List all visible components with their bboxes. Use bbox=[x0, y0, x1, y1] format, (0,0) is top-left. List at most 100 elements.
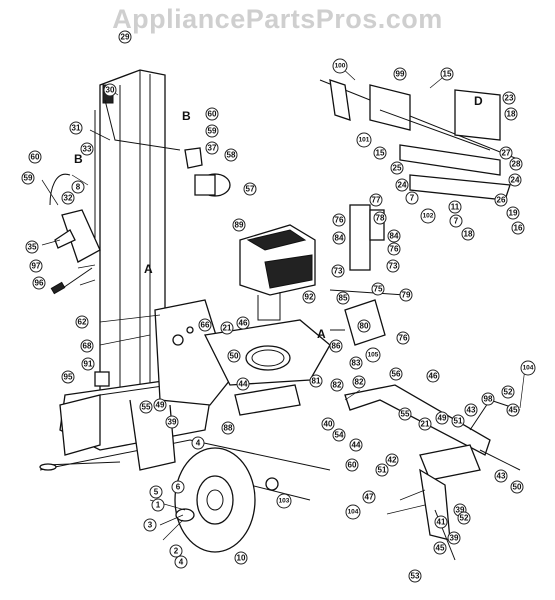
callout-number: 21 bbox=[421, 420, 430, 429]
part-callout-28: 28 bbox=[509, 157, 523, 171]
part-callout-82: 82 bbox=[330, 378, 344, 392]
part-callout-15: 15 bbox=[373, 146, 387, 160]
callout-number: 5 bbox=[154, 488, 159, 497]
callout-number: 81 bbox=[312, 377, 321, 386]
part-callout-66: 66 bbox=[198, 318, 212, 332]
callout-number: 47 bbox=[365, 493, 374, 502]
callout-circle bbox=[191, 436, 205, 450]
callout-circle bbox=[448, 200, 462, 214]
callout-number: 39 bbox=[168, 418, 177, 427]
callout-circle bbox=[494, 469, 508, 483]
part-callout-82: 82 bbox=[352, 375, 366, 389]
callout-circle bbox=[408, 569, 422, 583]
callout-number: 66 bbox=[201, 321, 210, 330]
callout-circle bbox=[29, 259, 43, 273]
callout-circle bbox=[461, 227, 475, 241]
part-callout-95: 95 bbox=[61, 370, 75, 384]
callout-number: 16 bbox=[514, 224, 523, 233]
callout-circle bbox=[61, 191, 75, 205]
part-callout-52: 52 bbox=[501, 385, 515, 399]
callout-circle bbox=[276, 493, 292, 509]
callout-circle bbox=[205, 141, 219, 155]
callout-number: 42 bbox=[388, 456, 397, 465]
callout-number: 52 bbox=[504, 388, 513, 397]
callout-circle bbox=[420, 208, 436, 224]
part-callout-52: 52 bbox=[457, 511, 471, 525]
callout-circle bbox=[356, 132, 372, 148]
part-callout-54: 54 bbox=[332, 428, 346, 442]
callout-number: 26 bbox=[497, 196, 506, 205]
callout-number: 57 bbox=[246, 185, 255, 194]
part-callout-60: 60 bbox=[28, 150, 42, 164]
callout-number: 27 bbox=[502, 149, 511, 158]
part-callout-7: 7 bbox=[449, 214, 463, 228]
part-callout-105: 105 bbox=[365, 347, 381, 363]
part-callout-50: 50 bbox=[510, 480, 524, 494]
callout-circle bbox=[508, 173, 522, 187]
callout-number: 44 bbox=[239, 380, 248, 389]
part-callout-98: 98 bbox=[481, 392, 495, 406]
callout-number: 23 bbox=[505, 94, 514, 103]
callout-number: 51 bbox=[378, 466, 387, 475]
part-callout-73: 73 bbox=[386, 259, 400, 273]
callout-circle bbox=[331, 264, 345, 278]
callout-circle bbox=[395, 178, 409, 192]
callout-number: 55 bbox=[401, 410, 410, 419]
callout-number: 35 bbox=[28, 243, 37, 252]
part-callout-47: 47 bbox=[362, 490, 376, 504]
callout-number: 86 bbox=[332, 342, 341, 351]
part-callout-37: 37 bbox=[205, 141, 219, 155]
part-callout-84: 84 bbox=[387, 229, 401, 243]
callout-number: 91 bbox=[84, 360, 93, 369]
part-callout-104: 104 bbox=[345, 504, 361, 520]
callout-number: 73 bbox=[334, 267, 343, 276]
callout-circle bbox=[387, 229, 401, 243]
callout-circle bbox=[25, 240, 39, 254]
callout-number: 104 bbox=[523, 365, 534, 372]
callout-number: 39 bbox=[450, 534, 459, 543]
callout-number: 105 bbox=[368, 352, 379, 359]
leader-lines bbox=[41, 65, 526, 541]
callout-circle bbox=[369, 193, 383, 207]
part-callout-44: 44 bbox=[349, 438, 363, 452]
callout-circle bbox=[171, 480, 185, 494]
part-callout-42: 42 bbox=[385, 453, 399, 467]
letter-label: D bbox=[474, 94, 483, 108]
part-callout-40: 40 bbox=[321, 417, 335, 431]
part-callout-19: 19 bbox=[506, 206, 520, 220]
callout-circle bbox=[332, 213, 346, 227]
callout-number: 49 bbox=[438, 414, 447, 423]
callout-number: 3 bbox=[148, 521, 153, 530]
part-callout-26: 26 bbox=[494, 193, 508, 207]
callout-number: 30 bbox=[106, 86, 115, 95]
callout-number: 31 bbox=[72, 124, 81, 133]
callout-circle bbox=[227, 349, 241, 363]
callout-number: 44 bbox=[352, 441, 361, 450]
part-callout-41: 41 bbox=[434, 515, 448, 529]
callout-circle bbox=[405, 191, 419, 205]
callout-number: 10 bbox=[237, 554, 246, 563]
callout-circle bbox=[332, 231, 346, 245]
callout-circle bbox=[481, 392, 495, 406]
callout-circle bbox=[151, 498, 165, 512]
splitter-column bbox=[94, 69, 166, 421]
part-callout-3: 3 bbox=[143, 518, 157, 532]
callout-number: 84 bbox=[390, 232, 399, 241]
callout-circle bbox=[506, 206, 520, 220]
callout-number: 40 bbox=[324, 420, 333, 429]
callout-number: 82 bbox=[355, 378, 364, 387]
part-callout-99: 99 bbox=[393, 67, 407, 81]
callout-circle bbox=[365, 347, 381, 363]
callout-circle bbox=[399, 288, 413, 302]
callout-circle bbox=[321, 417, 335, 431]
callout-number: 4 bbox=[196, 439, 201, 448]
callout-number: 97 bbox=[32, 262, 41, 271]
letter-label: A bbox=[144, 262, 153, 276]
callout-circle bbox=[373, 146, 387, 160]
part-callout-43: 43 bbox=[494, 469, 508, 483]
callout-number: 6 bbox=[176, 483, 181, 492]
part-callout-6: 6 bbox=[171, 480, 185, 494]
part-callout-51: 51 bbox=[451, 414, 465, 428]
